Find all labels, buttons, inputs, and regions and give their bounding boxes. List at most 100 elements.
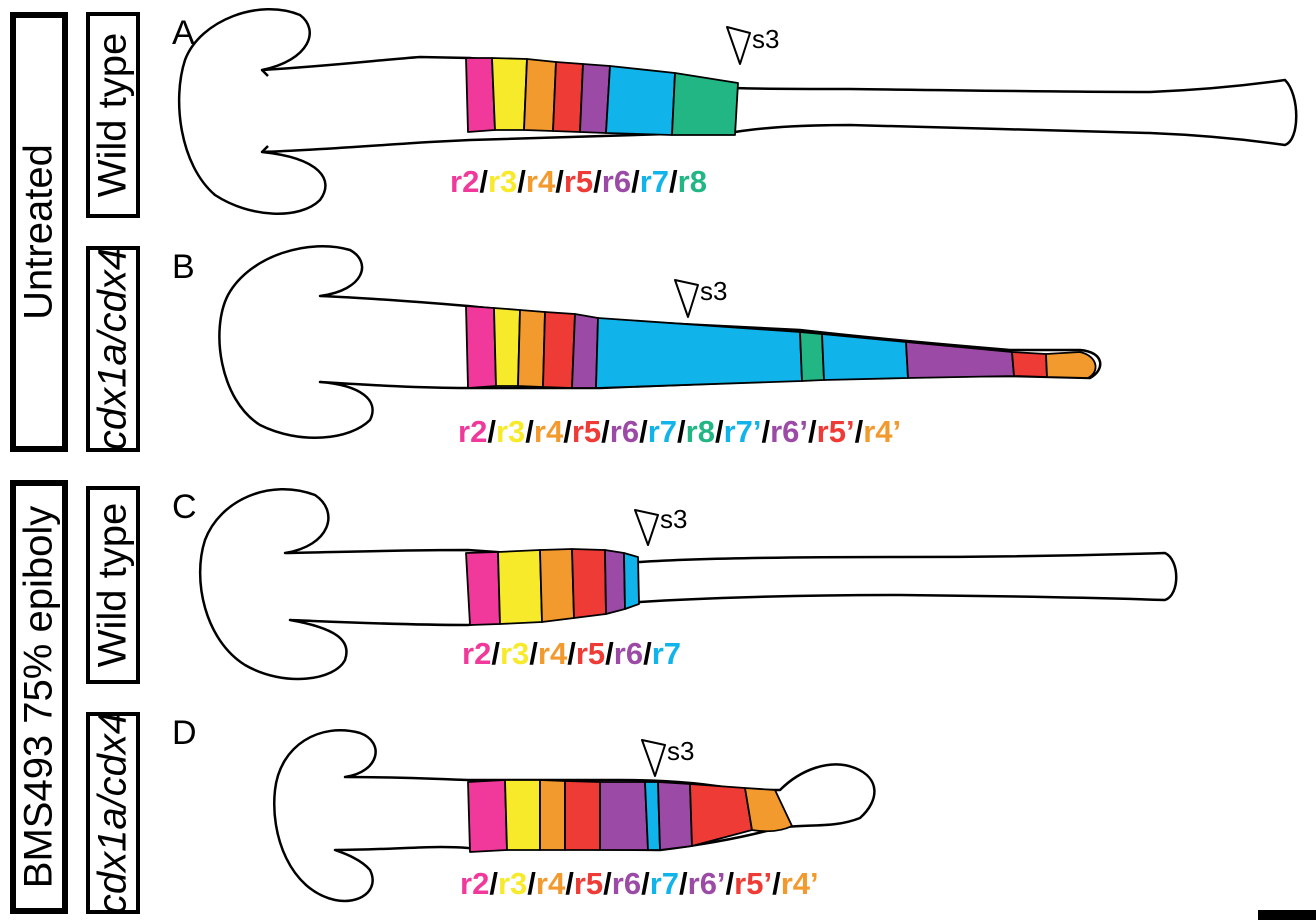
segment-name: r5 — [574, 866, 603, 901]
segment-name: r3 — [488, 164, 517, 199]
segment-name: r6 — [612, 866, 641, 901]
segment-c-r3 — [498, 550, 542, 624]
segment-separator: / — [567, 636, 576, 671]
segment-separator: / — [527, 866, 536, 901]
scale-bar — [1258, 910, 1316, 920]
segment-label-a: r2/r3/r4/r5/r6/r7/r8 — [450, 164, 707, 200]
segment-separator: / — [715, 414, 724, 449]
s3-label-d: s3 — [667, 736, 694, 767]
segment-d-r2 — [468, 780, 507, 852]
segment-name: r7 — [652, 636, 681, 671]
segment-b-r4 — [518, 310, 545, 387]
segment-name: r2 — [450, 164, 479, 199]
segment-separator: / — [726, 866, 735, 901]
segment-name: r4’ — [863, 414, 901, 449]
segment-b-r5 — [543, 312, 575, 388]
segment-label-b: r2/r3/r4/r5/r6/r7/r8/r7’/r6’/r5’/r4’ — [458, 414, 901, 450]
s3-label-b: s3 — [700, 276, 727, 307]
s3-label-a: s3 — [752, 24, 779, 55]
segment-b-r6 — [572, 314, 598, 388]
segments-b — [466, 306, 1096, 388]
s3-arrow-b — [675, 280, 698, 317]
segment-separator: / — [563, 414, 572, 449]
segment-name: r4 — [534, 414, 563, 449]
segment-a-r6 — [580, 64, 610, 133]
segment-c-r7 — [624, 553, 639, 609]
segment-c-r6 — [605, 550, 625, 614]
segment-b-r2 — [466, 306, 496, 388]
segment-separator: / — [593, 164, 602, 199]
segment-d-r4p — [745, 788, 792, 831]
segment-separator: / — [603, 866, 612, 901]
segment-name: r6 — [614, 636, 643, 671]
segment-separator: / — [808, 414, 817, 449]
segment-separator: / — [491, 636, 500, 671]
segment-separator: / — [677, 414, 686, 449]
segment-name: r3 — [498, 866, 527, 901]
segment-name: r8 — [678, 164, 707, 199]
segment-name: r8 — [686, 414, 715, 449]
segment-separator: / — [565, 866, 574, 901]
segment-b-r5p — [1012, 352, 1047, 377]
segment-separator: / — [555, 164, 564, 199]
segment-separator: / — [529, 636, 538, 671]
segment-separator: / — [855, 414, 864, 449]
segment-separator: / — [601, 414, 610, 449]
segment-separator: / — [487, 414, 496, 449]
segment-a-r3 — [492, 58, 527, 130]
segment-b-r3 — [494, 308, 520, 386]
segment-separator: / — [643, 636, 652, 671]
segment-a-r4 — [524, 59, 556, 131]
segment-name: r5’ — [817, 414, 855, 449]
segment-name: r4 — [538, 636, 567, 671]
segment-name: r7 — [650, 866, 679, 901]
s3-arrow-a — [727, 27, 750, 64]
segment-name: r7 — [640, 164, 669, 199]
segment-label-c: r2/r3/r4/r5/r6/r7 — [462, 636, 681, 672]
segment-d-r3 — [505, 780, 540, 850]
segment-name: r6 — [602, 164, 631, 199]
segment-b-r8 — [800, 332, 824, 381]
segment-name: r3 — [500, 636, 529, 671]
segment-name: r3 — [496, 414, 525, 449]
segment-a-r7 — [606, 66, 675, 135]
segment-name: r4 — [526, 164, 555, 199]
segment-name: r6’ — [688, 866, 726, 901]
segment-separator: / — [641, 866, 650, 901]
segment-separator: / — [679, 866, 688, 901]
segment-c-r5 — [572, 549, 606, 618]
segments-c — [466, 549, 639, 625]
segment-a-r8 — [672, 73, 738, 135]
segment-name: r2 — [460, 866, 489, 901]
segment-name: r5’ — [734, 866, 772, 901]
segment-name: r7’ — [724, 414, 762, 449]
s3-arrow-c — [635, 510, 658, 545]
segment-d-r4 — [540, 780, 565, 850]
segment-name: r5 — [576, 636, 605, 671]
segment-c-r4 — [540, 549, 574, 622]
segment-name: r6’ — [770, 414, 808, 449]
s3-arrow-d — [642, 740, 665, 776]
segment-separator: / — [669, 164, 678, 199]
segment-separator: / — [631, 164, 640, 199]
segment-name: r5 — [572, 414, 601, 449]
segment-d-r6p — [658, 782, 692, 850]
embryo-c — [200, 489, 1176, 679]
segment-b-r6p — [906, 342, 1014, 378]
segment-name: r7 — [648, 414, 677, 449]
segment-separator: / — [761, 414, 770, 449]
segment-name: r2 — [458, 414, 487, 449]
segment-separator: / — [639, 414, 648, 449]
segment-b-r7p — [822, 334, 908, 380]
segment-separator: / — [517, 164, 526, 199]
segment-name: r5 — [564, 164, 593, 199]
segment-name: r2 — [462, 636, 491, 671]
segments-d — [468, 780, 792, 852]
segment-name: r4’ — [781, 866, 819, 901]
segment-a-r5 — [553, 62, 583, 132]
segment-separator: / — [772, 866, 781, 901]
s3-label-c: s3 — [660, 504, 687, 535]
segment-d-r5 — [565, 781, 600, 850]
segment-label-d: r2/r3/r4/r5/r6/r7/r6’/r5’/r4’ — [460, 866, 819, 902]
